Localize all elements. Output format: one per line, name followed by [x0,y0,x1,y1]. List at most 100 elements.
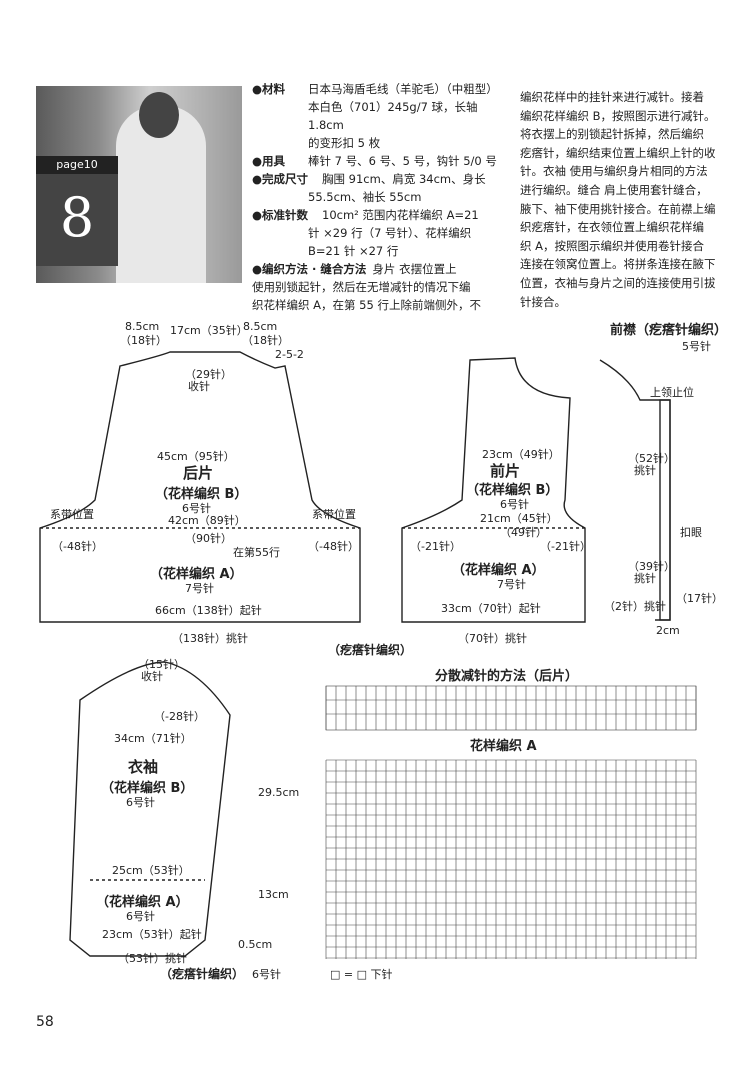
placket-st39: （39针） [628,559,675,573]
placket-st2: （2针）挑针 [604,599,666,613]
placket-buttonhole: 扣眼 [680,525,702,539]
sleeve-outline [69,661,231,957]
spec-method-line3: 织花样编织 A，在第 55 行上除前端侧外，不 [252,298,481,312]
para-line: 进行编织。缝合 肩上使用套针缝合， [520,182,708,197]
para-line: 连接在领窝位置上。将拼条连接在腋下 [520,257,716,272]
back-m90: （90针） [185,531,232,545]
back-width-top: 45cm（95针） [157,449,235,463]
placket-w: 2cm [656,624,680,637]
spec-size: ●完成尺寸胸围 91cm、肩宽 34cm、身长 [252,172,486,186]
para-line: 编织花样编织 B，按照图示进行减针。 [520,108,716,123]
front-m21-l: （-21针） [410,539,461,553]
para-line: 将衣摆上的别锁起针拆掉，然后编织 [520,127,704,142]
back-neck-bind: （29针） [185,367,232,381]
para-line: 针。衣袖 使用与编织身片相同的方法 [520,164,708,179]
back-m48r: （-48针） [308,539,359,553]
front-m21-r: （-21针） [540,539,591,553]
back-neck-dec: 2-5-2 [275,348,304,361]
placket-pick1: 挑针 [634,463,656,477]
chart2-title: 花样编织 A [470,738,537,754]
sleeve-cuff-needle: 6号针 [126,909,155,923]
back-pick: （138针）挑针 [172,631,248,645]
back-needle: 6号针 [182,501,211,515]
back-bind-label: 收针 [188,379,210,393]
sleeve-top: 34cm（71针） [114,731,192,745]
front-lower-needle: 7号针 [497,577,526,591]
spec-tools: ●用具棒针 7 号、6 号、5 号，钩针 5/0 号 [252,154,497,168]
model-photo: page10 8 [36,86,242,283]
front-title: 前片 [490,462,520,480]
spec-block: ●材料日本马海盾毛线（羊驼毛）（中粗型） 本白色（701）245g/7 球，长轴… [252,80,512,314]
model-head [139,92,179,138]
back-shoulder-st: （18针） [120,333,167,347]
sleeve-needle: 6号针 [126,795,155,809]
sleeve-edge-needle: 6号针 [252,967,281,981]
back-shoulder-st-r: （18针） [242,333,289,347]
back-pattern: （花样编织 B） [155,486,247,502]
page-number: 58 [36,1014,54,1030]
sleeve-h2: 29.5cm [258,786,299,799]
back-tie-r: 系带位置 [312,507,356,521]
chart1-grid [325,685,697,731]
para-line: 织 A，按照图示编织并使用卷针接合 [520,238,705,253]
back-title: 后片 [183,464,213,482]
sleeve-bind: （15针） [138,657,185,671]
front-pick: （70针）挑针 [458,631,527,645]
back-shoulder: 8.5cm [125,320,159,333]
front-m49: （49针） [500,525,547,539]
para-line: 腋下、袖下使用挑针接合。在前襟上编 [520,201,716,216]
front-lower-pattern: （花样编织 A） [452,562,545,578]
sleeve-cuff: 23cm（53针）起针 [102,927,202,941]
sleeve-m28: （-28针） [154,709,205,723]
front-hem: 33cm（70针）起针 [441,601,541,615]
back-lower-needle: 7号针 [185,581,214,595]
pattern-number: 8 [59,186,95,249]
para-line: 针接合。 [520,294,566,309]
placket-pick2: 挑针 [634,571,656,585]
back-m48l: （-48针） [52,539,103,553]
spec-gauge-line3: B=21 针 ×27 行 [308,244,399,258]
para-line: 编织花样中的挂针来进行减针。接着 [520,90,704,104]
sleeve-mid: 25cm（53针） [112,863,190,877]
spec-method-line2: 使用别锁起针，然后在无增减针的情况下编 [252,280,471,294]
back-shoulder-r: 8.5cm [243,320,277,333]
front-pattern: （花样编织 B） [466,482,558,498]
back-row55: 在第55行 [233,545,280,559]
spec-gauge-line2: 针 ×29 行（7 号针）、花样编织 [308,226,472,240]
para-line: 疙瘩针，编织结束位置上编织上针的收 [520,145,716,160]
chart1-title: 分散减针的方法（后片） [435,668,578,684]
back-hem: 66cm（138针）起针 [155,603,262,617]
placket-band [659,399,671,621]
sleeve-bind-label: 收针 [141,669,163,683]
spec-size-line2: 55.5cm、袖长 55cm [308,190,422,204]
sleeve-cuff-pattern: （花样编织 A） [96,894,189,910]
spec-material: ●材料日本马海盾毛线（羊驼毛）（中粗型） [252,82,498,96]
back-width-mid: 42cm（89针） [168,513,246,527]
para-line: 织疙瘩针，在衣领位置上编织花样编 [520,220,704,235]
back-neck: 17cm（35针） [170,323,248,337]
sleeve-pattern: （花样编织 B） [101,780,193,796]
front-width-mid: 21cm（45针） [480,511,558,525]
pattern-tag: page10 8 [36,156,118,266]
placket-st17: （17针） [676,591,723,605]
placket-top-label: 上领止位 [650,385,694,399]
placket-needle: 5号针 [682,339,711,353]
spec-material-line2: 本白色（701）245g/7 球，长轴 1.8cm [308,100,478,132]
spec-material-line3: 的变形扣 5 枚 [308,136,381,150]
chart2-grid [325,759,697,959]
page-tag: page10 [36,156,118,174]
back-tie-l: 系带位置 [50,507,94,521]
front-width-top: 23cm（49针） [482,447,560,461]
sleeve-h3: 13cm [258,888,289,901]
back-lower-pattern: （花样编织 A） [150,566,243,582]
legend: □ = □ 下针 [330,967,393,981]
sleeve-pick: （53针）挑针 [118,951,187,965]
front-needle: 6号针 [500,497,529,511]
sleeve-title: 衣袖 [128,758,158,776]
para-line: 位置，衣袖与身片之间的连接使用引拔 [520,275,716,290]
front-piece-outline [401,357,586,623]
spec-method: ●编织方法 · 缝合方法身片 衣摆位置上 [252,262,457,276]
sleeve-h4: 0.5cm [238,938,272,951]
